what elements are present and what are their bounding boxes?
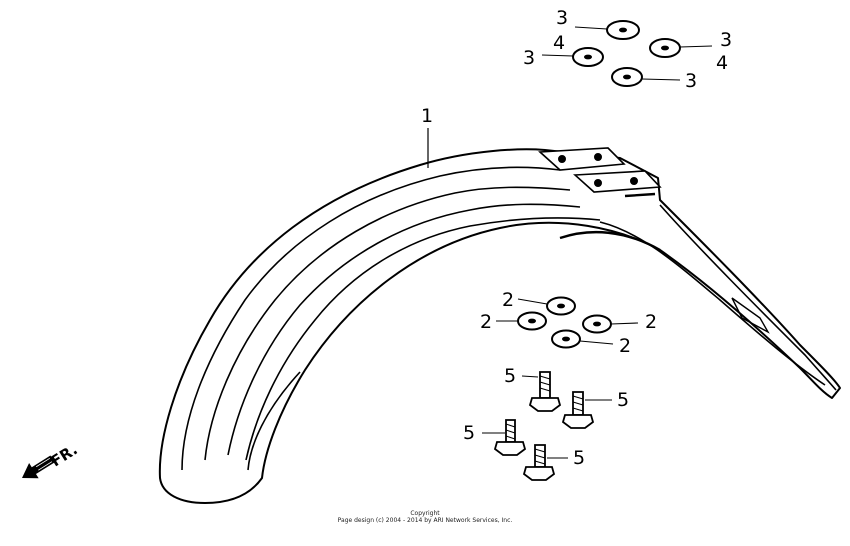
callout-3-c: 3 [720, 29, 732, 51]
washer-2-top [517, 296, 576, 316]
callout-4-b: 4 [716, 52, 728, 74]
callout-4-a: 4 [553, 32, 565, 54]
callout-2-c: 2 [645, 311, 657, 333]
copyright-notice: Page design (c) 2004 - 2014 by ARI Netwo… [337, 517, 513, 524]
callout-3-a: 3 [556, 7, 568, 29]
fender-mount-plate-rear [538, 147, 626, 171]
front-direction-label: FR. [48, 440, 81, 470]
callout-5-a: 5 [504, 365, 516, 387]
bolt-5-d [522, 444, 568, 481]
bolt-5-c [482, 419, 527, 456]
callout-1: 1 [421, 105, 433, 127]
washer-2-bottom [551, 329, 614, 349]
front-fender [158, 148, 841, 504]
fender-ribs [181, 166, 837, 471]
copyright-heading: Copyright [410, 510, 440, 517]
washer-3-lower [611, 67, 681, 87]
callout-2-d: 2 [619, 335, 631, 357]
callout-3-d: 3 [685, 70, 697, 92]
callout-5-c: 5 [463, 422, 475, 444]
fender-mount-plate-front [573, 170, 662, 198]
washer-3-right [649, 38, 713, 58]
washer-2-right [582, 314, 639, 334]
callout-5-b: 5 [617, 389, 629, 411]
washer-2-left [496, 311, 547, 331]
callout-2-b: 2 [480, 311, 492, 333]
bolt-5-b [561, 391, 612, 429]
callout-5-d: 5 [573, 447, 585, 469]
washer-4-left [541, 47, 604, 67]
callout-3-b: 3 [523, 47, 535, 69]
bolt-5-a [521, 371, 562, 412]
arrow-left-down-icon [22, 455, 55, 479]
callout-2-a: 2 [502, 289, 514, 311]
washer-3-top [574, 20, 640, 40]
